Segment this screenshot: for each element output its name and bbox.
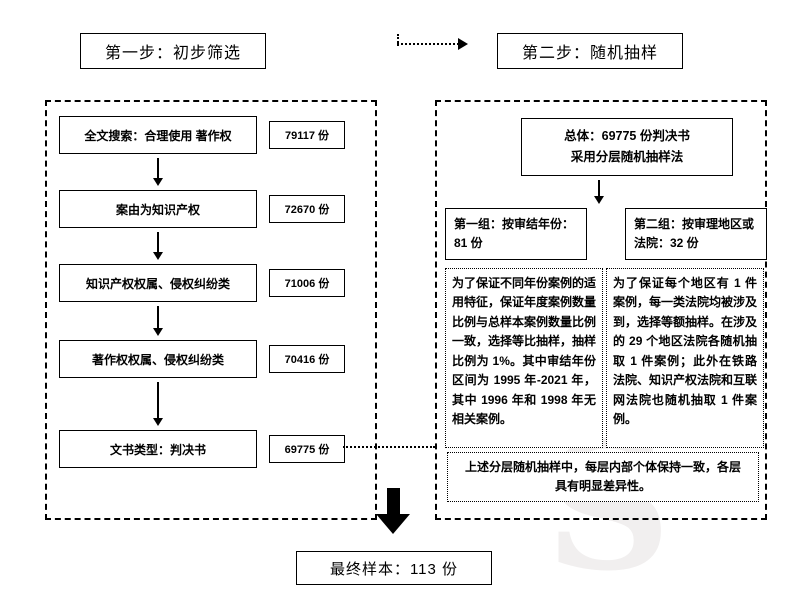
summary-box: 上述分层随机抽样中，每层内部个体保持一致，各层具有明显差异性。 [447,452,759,502]
step2-title: 第二步：随机抽样 [497,33,683,69]
count-box-3: 71006 份 [269,269,345,297]
down-arrow-icon [153,382,163,426]
filter-box-ip-dispute: 知识产权权属、侵权纠纷类 [59,264,257,302]
dotted-connector-top-horizontal [397,43,459,45]
filter-box-copyright-dispute: 著作权权属、侵权纠纷类 [59,340,257,378]
final-sample-box: 最终样本：113 份 [296,551,492,585]
filter-box-cause: 案由为知识产权 [59,190,257,228]
population-box: 总体：69775 份判决书 采用分层随机抽样法 [521,118,733,176]
down-arrow-icon [153,306,163,336]
down-arrow-icon [594,180,604,204]
flow-row-5: 文书类型：判决书 69775 份 [59,430,369,468]
filter-box-document-type: 文书类型：判决书 [59,430,257,468]
down-arrow-icon [153,232,163,260]
flow-row-2: 案由为知识产权 72670 份 [59,190,369,228]
population-line2: 采用分层随机抽样法 [570,150,684,164]
dotted-connector-bottom [343,446,435,448]
step1-title: 第一步：初步筛选 [80,33,266,69]
group-box-year: 第一组：按审结年份：81 份 [445,208,587,260]
note-box-region-method: 为了保证每个地区有 1 件案例，每一类法院均被涉及到，选择等额抽样。在涉及的 2… [606,268,764,448]
count-box-1: 79117 份 [269,121,345,149]
step1-panel: 全文搜索：合理使用 著作权 79117 份 案由为知识产权 72670 份 知识… [45,100,377,520]
count-box-5: 69775 份 [269,435,345,463]
population-line1: 总体：69775 份判决书 [564,128,690,143]
step2-panel: 总体：69775 份判决书 采用分层随机抽样法 第一组：按审结年份：81 份 第… [435,100,767,520]
count-box-4: 70416 份 [269,345,345,373]
flow-row-3: 知识产权权属、侵权纠纷类 71006 份 [59,264,369,302]
count-box-2: 72670 份 [269,195,345,223]
note-box-year-method: 为了保证不同年份案例的适用特征，保证年度案例数量比例与总样本案例数量比例一致，选… [445,268,603,448]
big-down-arrow-icon [376,488,410,534]
flow-row-4: 著作权权属、侵权纠纷类 70416 份 [59,340,369,378]
down-arrow-icon [153,158,163,186]
filter-box-fulltext-search: 全文搜索：合理使用 著作权 [59,116,257,154]
flow-row-1: 全文搜索：合理使用 著作权 79117 份 [59,116,369,154]
arrow-right-icon [458,38,468,50]
dotted-connector-top-vertical [397,34,399,46]
group-box-region: 第二组：按审理地区或法院：32 份 [625,208,767,260]
